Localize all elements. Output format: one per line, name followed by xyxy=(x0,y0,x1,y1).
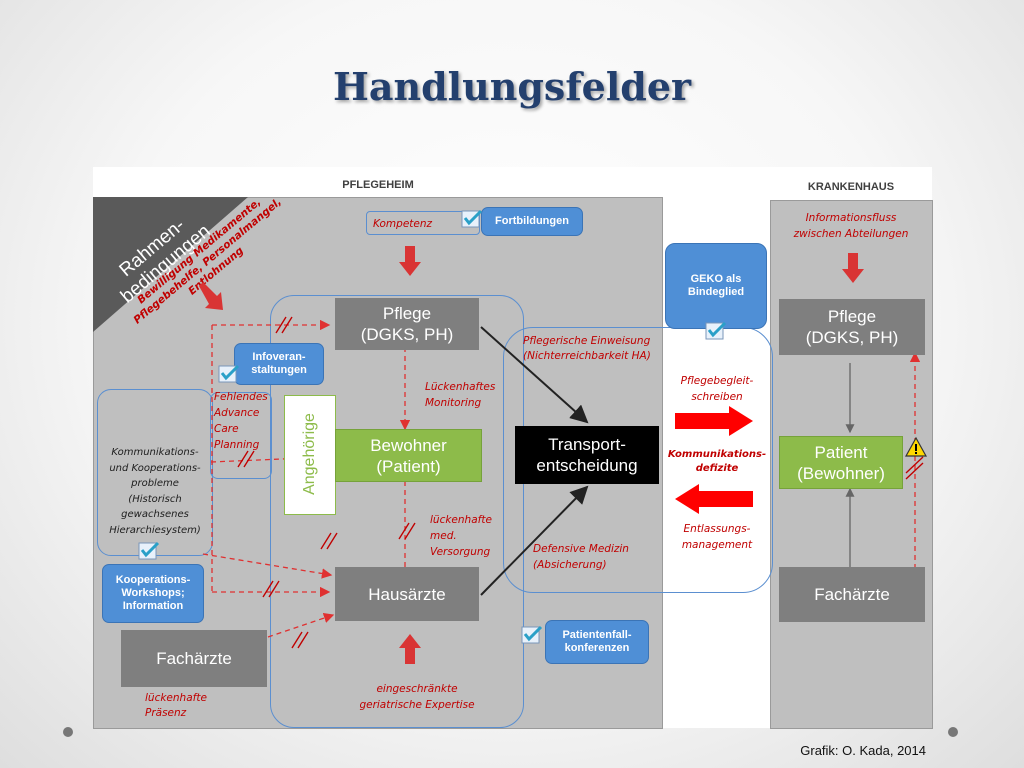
fehlendes-acp-label: Fehlendes Advance Care Planning xyxy=(214,391,268,451)
rahmen-triangle xyxy=(93,197,248,332)
right-dot xyxy=(948,727,958,737)
pflege-box: Pflege (DGKS, PH) xyxy=(335,298,479,350)
hausaerzte-box: Hausärzte xyxy=(335,567,479,621)
transport-outline xyxy=(503,327,773,593)
connector-lines xyxy=(202,316,924,649)
eingeschraenkte-expertise-label: eingeschränkte geriatrische Expertise xyxy=(359,683,475,711)
image-credit: Grafik: O. Kada, 2014 xyxy=(800,743,926,758)
transportentscheidung-box: Transport- entscheidung xyxy=(515,426,659,484)
lueckenhafte-praesenz-label: lückenhafte Präsenz xyxy=(145,692,207,719)
bewohner-box: Bewohner (Patient) xyxy=(335,429,482,482)
red-diagonal-arrow-icon xyxy=(199,282,223,310)
red-down-arrow-icon-kh xyxy=(842,253,864,283)
checkmark-icon xyxy=(521,625,543,644)
informationsfluss-label: Informationsfluss zwischen Abteilungen xyxy=(793,212,909,240)
patientenfallkonferenzen-box: Patientenfall- konferenzen xyxy=(545,620,649,664)
kh-pflege-box: Pflege (DGKS, PH) xyxy=(779,299,925,355)
care-group-outline xyxy=(270,295,524,728)
fachaerzte-box: Fachärzte xyxy=(121,630,267,687)
kh-fachaerzte-box: Fachärzte xyxy=(779,567,925,622)
red-left-arrow-icon xyxy=(675,484,753,514)
left-dot xyxy=(63,727,73,737)
checkmark-icon xyxy=(461,209,483,228)
red-down-arrow-icon xyxy=(399,246,421,276)
lueckenhafte-versorgung-label: lückenhafte med. Versorgung xyxy=(430,514,492,558)
entlassungsmanagement-label: Entlassungs- management xyxy=(681,523,753,551)
diagram-canvas: PFLEGEHEIM KRANKENHAUS Rahmen- bedingung… xyxy=(93,167,933,729)
angehoerige-box: Angehörige xyxy=(284,395,336,515)
lueckenhaftes-monitoring-label: Lückenhaftes Monitoring xyxy=(425,381,496,409)
kommunikation-label: Kommunikations- und Kooperations- proble… xyxy=(109,447,201,536)
defensive-medizin-label: Defensive Medizin (Absicherung) xyxy=(533,543,629,571)
checkmark-icon xyxy=(705,321,727,340)
krankenhaus-header: KRANKENHAUS xyxy=(807,181,895,193)
fortbildungen-box: Fortbildungen xyxy=(481,207,583,236)
pflegeheim-header: PFLEGEHEIM xyxy=(342,179,414,191)
kh-patient-box: Patient (Bewohner) xyxy=(779,436,903,489)
checkmark-icon xyxy=(138,541,160,560)
geko-box: GEKO als Bindeglied xyxy=(665,243,767,329)
warning-icon xyxy=(905,437,927,457)
slide-title: Handlungsfelder xyxy=(332,64,692,109)
checkmark-icon xyxy=(218,364,240,383)
pflegebegleitschreiben-label: Pflegebegleit- schreiben xyxy=(680,375,754,403)
kompetenz-label: Kompetenz xyxy=(373,218,433,230)
red-up-arrow-icon xyxy=(399,634,421,664)
red-right-arrow-icon xyxy=(675,406,753,436)
acp-outline xyxy=(210,392,272,479)
infoveranstaltungen-box: Infoveran- staltungen xyxy=(234,343,324,385)
kommunikationsdefizite-label: Kommunikations- defizite xyxy=(667,449,767,474)
angehoerige-label: Angehörige xyxy=(301,413,318,495)
kooperations-workshops-box: Kooperations- Workshops; Information xyxy=(102,564,204,623)
pflegerische-einweisung-label: Pflegerische Einweisung (Nichterreichbar… xyxy=(523,335,651,362)
